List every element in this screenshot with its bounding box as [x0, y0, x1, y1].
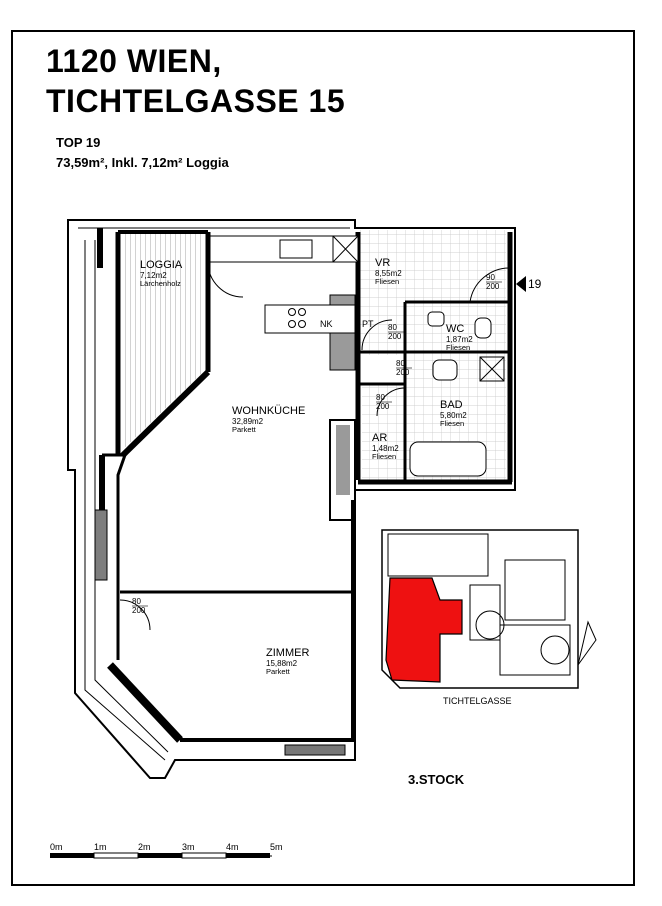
nk-label: NK: [320, 319, 333, 329]
entrance-number: 19: [528, 277, 542, 291]
room-floor-wohnküche: Parkett: [232, 425, 257, 434]
scale-bar: [50, 852, 272, 859]
door-height-1: 200: [388, 332, 402, 341]
scale-tick-3: 3m: [182, 842, 195, 852]
fridge: [332, 235, 359, 263]
room-area-bad: 5,80m2: [440, 411, 467, 420]
room-name-vr: VR: [375, 257, 390, 269]
door-height-4: 200: [132, 606, 146, 615]
door-height-0: 200: [486, 282, 500, 291]
room-name-loggia: LOGGIA: [140, 259, 183, 271]
door-height-3: 200: [376, 402, 390, 411]
door-width-2: 80: [396, 359, 405, 368]
wall-block-bottom: [284, 744, 346, 756]
room-floor-vr: Fliesen: [375, 277, 399, 286]
scale-tick-2: 2m: [138, 842, 151, 852]
door-swings: [119, 261, 511, 631]
floor-label: 3.STOCK: [408, 772, 465, 787]
unit-number: TOP 19: [56, 135, 101, 150]
door-width-0: 90: [486, 273, 495, 282]
scale-labels: 0m 1m 2m 3m 4m 5m: [50, 842, 283, 852]
room-floor-wc: Fliesen: [446, 343, 470, 352]
entrance-arrow: [516, 276, 526, 292]
bathtub: [409, 441, 487, 477]
room-floor-ar: Fliesen: [372, 452, 396, 461]
unit-area: 73,59m², Inkl. 7,12m² Loggia: [56, 155, 229, 170]
room-area-ar: 1,48m2: [372, 444, 399, 453]
room-floor-loggia: Lärchenholz: [140, 279, 181, 288]
scale-tick-4: 4m: [226, 842, 239, 852]
wc-basin: [427, 311, 445, 327]
scale-tick-1: 1m: [94, 842, 107, 852]
tile-floor-ar: [362, 384, 405, 482]
door-width-4: 80: [132, 597, 141, 606]
room-name-zimmer: ZIMMER: [266, 647, 309, 659]
scale-tick-0: 0m: [50, 842, 63, 852]
door-height-2: 200: [396, 368, 410, 377]
column-2: [336, 425, 350, 495]
room-area-wc: 1,87m2: [446, 335, 473, 344]
room-area-zimmer: 15,88m2: [266, 659, 298, 668]
address-line-2: TICHTELGASSE 15: [46, 83, 346, 119]
room-name-wc: WC: [446, 323, 464, 335]
room-area-wohnküche: 32,89m2: [232, 417, 264, 426]
scale-tick-5: 5m: [270, 842, 283, 852]
shower-tray: [479, 356, 505, 382]
pt-label: PT: [362, 319, 374, 329]
room-labels: LOGGIA7,12m2LärchenholzWOHNKÜCHE32,89m2P…: [140, 257, 473, 676]
room-floor-zimmer: Parkett: [266, 667, 291, 676]
address-line-1: 1120 WIEN,: [46, 43, 222, 79]
door-width-1: 80: [388, 323, 397, 332]
kitchen-island: [264, 304, 356, 334]
keyplan-highlight: [385, 577, 463, 683]
room-floor-bad: Fliesen: [440, 419, 464, 428]
keyplan: [381, 529, 597, 689]
page-border: [11, 30, 635, 886]
room-area-loggia: 7,12m2: [140, 271, 167, 280]
door-width-3: 80: [376, 393, 385, 402]
room-name-wohnküche: WOHNKÜCHE: [232, 405, 305, 417]
stair-block: [94, 509, 108, 581]
room-area-vr: 8,55m2: [375, 269, 402, 278]
loggia-floor: [122, 232, 205, 450]
hob: [288, 308, 306, 328]
room-name-ar: AR: [372, 432, 387, 444]
street-label: TICHTELGASSE: [443, 696, 512, 706]
sink: [279, 239, 313, 259]
wc-bowl: [474, 317, 492, 339]
washbasin: [432, 359, 458, 381]
room-name-bad: BAD: [440, 399, 463, 411]
